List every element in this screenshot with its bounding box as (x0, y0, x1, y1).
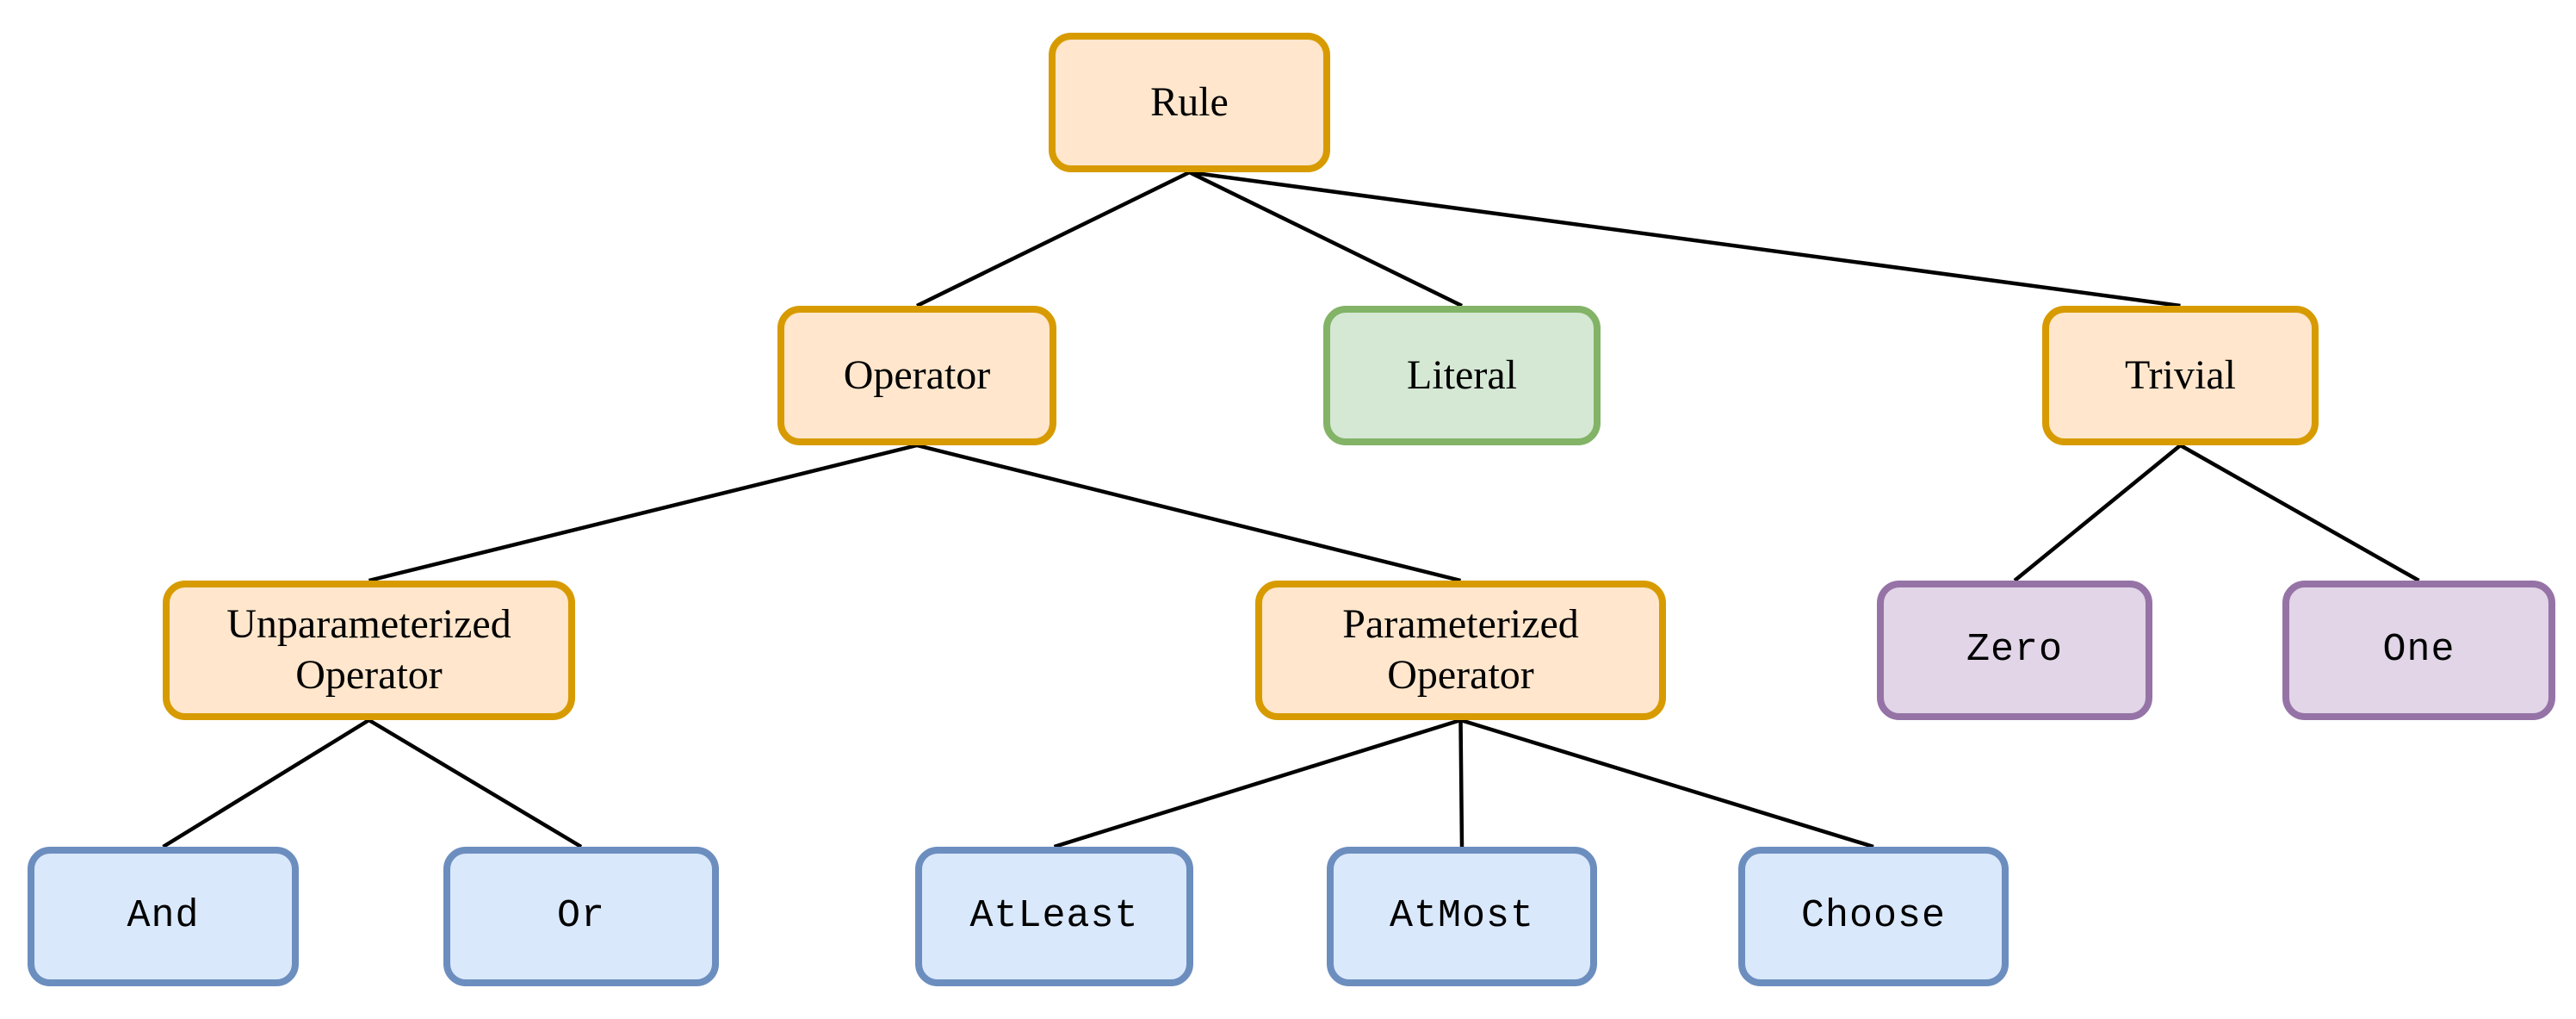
node-label: Literal (1407, 351, 1517, 398)
node-label: AtMost (1389, 893, 1535, 938)
node-label: And (127, 893, 200, 938)
node-label: Choose (1800, 893, 1947, 938)
node-trivial: Trivial (2042, 306, 2319, 445)
node-zero: Zero (1877, 581, 2152, 720)
node-and: And (28, 847, 299, 986)
edge-parameterized-operator-to-choose (1459, 718, 1874, 849)
edge-trivial-to-zero (2013, 444, 2182, 582)
edge-rule-to-trivial (1189, 170, 2181, 308)
node-label: One (2382, 627, 2455, 672)
node-label: Rule (1150, 78, 1229, 125)
edge-unparameterized-operator-to-and (162, 718, 370, 848)
node-atmost: AtMost (1327, 847, 1597, 986)
node-rule: Rule (1049, 33, 1330, 172)
node-parameterized-operator: Parameterized Operator (1255, 581, 1666, 720)
node-label: Zero (1966, 627, 2064, 672)
node-label: Or (556, 893, 605, 938)
edge-unparameterized-operator-to-or (368, 718, 583, 848)
node-label: AtLeast (969, 893, 1139, 938)
node-atleast: AtLeast (915, 847, 1193, 986)
node-one: One (2282, 581, 2555, 720)
edge-parameterized-operator-to-atmost (1458, 719, 1464, 848)
node-label: Trivial (2125, 351, 2236, 398)
edge-operator-to-unparameterized-operator (368, 443, 918, 583)
edge-operator-to-parameterized-operator (916, 443, 1462, 583)
edge-parameterized-operator-to-atleast (1053, 718, 1462, 849)
edge-rule-to-operator (916, 170, 1191, 308)
node-label: Operator (843, 351, 991, 398)
edge-trivial-to-one (2179, 444, 2420, 582)
node-label: Unparameterized Operator (226, 601, 511, 698)
node-choose: Choose (1738, 847, 2009, 986)
node-or: Or (443, 847, 719, 986)
node-unparameterized-operator: Unparameterized Operator (163, 581, 575, 720)
edge-rule-to-literal (1188, 170, 1463, 308)
node-operator: Operator (777, 306, 1056, 445)
node-literal: Literal (1323, 306, 1601, 445)
node-label: Parameterized Operator (1342, 601, 1579, 698)
